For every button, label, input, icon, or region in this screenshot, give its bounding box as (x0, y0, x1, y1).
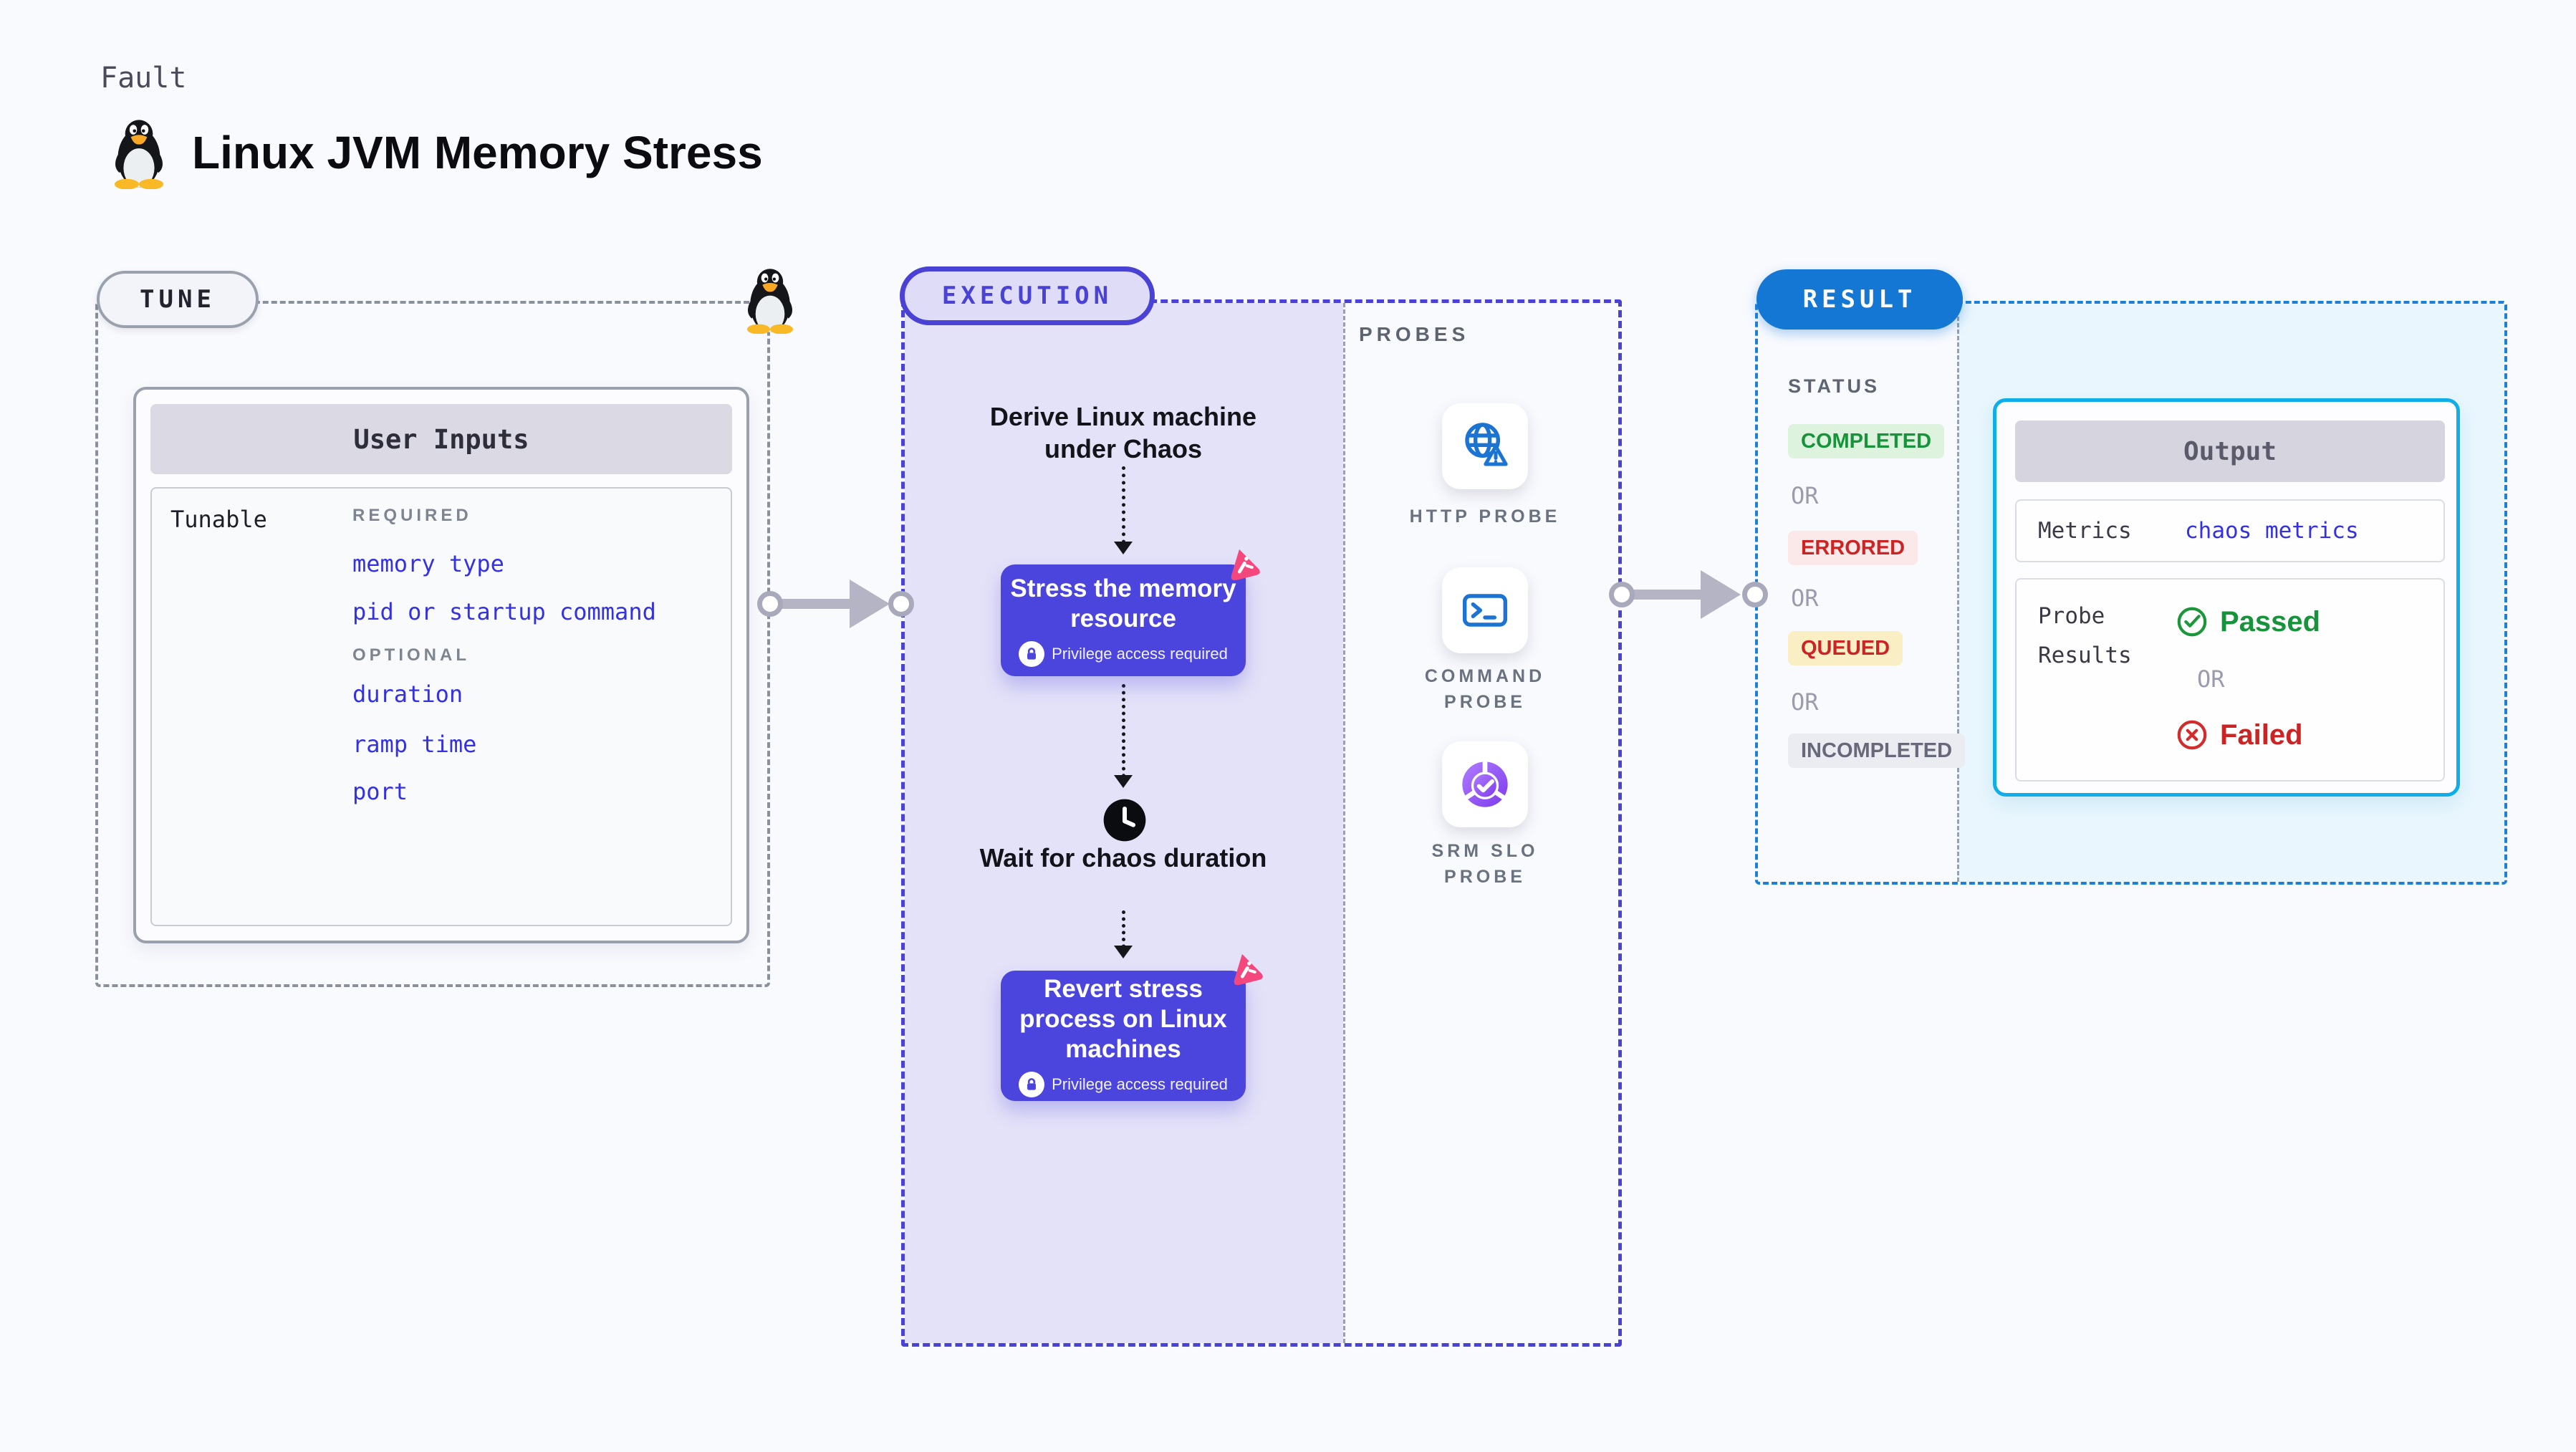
probe-results-label: Probe Results (2038, 603, 2132, 668)
linux-tux-icon (109, 117, 169, 189)
output-header: Output (2015, 420, 2445, 482)
arrow-right-icon (850, 580, 890, 628)
required-heading: REQUIRED (352, 506, 472, 525)
x-circle-icon (2176, 718, 2209, 751)
stress-memory-step: Stress the memory resource Privilege acc… (1001, 564, 1246, 676)
or-separator: OR (1791, 482, 1819, 509)
metrics-value: chaos metrics (2185, 518, 2359, 544)
revert-stress-step: Revert stress process on Linux machines … (1001, 971, 1246, 1101)
derive-step-label: Derive Linux machine under Chaos (989, 402, 1257, 463)
tunable-duration: duration (352, 681, 463, 708)
connector-node-icon (757, 591, 783, 617)
privilege-note: Privilege access required (1019, 1072, 1228, 1097)
terminal-icon (1456, 582, 1514, 639)
lock-icon (1019, 1072, 1045, 1097)
tunable-memory-type: memory type (352, 550, 504, 577)
optional-heading: OPTIONAL (352, 645, 470, 665)
chaos-fault-icon (1226, 547, 1260, 581)
chaos-fault-icon (1229, 951, 1263, 986)
flow-arrow-down-icon (1114, 684, 1133, 788)
user-inputs-card: User Inputs Tunable REQUIRED memory type… (133, 387, 749, 943)
result-pill: RESULT (1756, 269, 1963, 330)
result-section: STATUS COMPLETED OR ERRORED OR QUEUED OR… (1755, 301, 2507, 885)
privilege-label: Privilege access required (1052, 1075, 1228, 1093)
tunable-pid-or-startup-command: pid or startup command (352, 598, 656, 625)
user-inputs-body: Tunable REQUIRED memory type pid or star… (150, 487, 732, 926)
or-separator: OR (2197, 665, 2225, 693)
status-badge-errored: ERRORED (1788, 531, 1918, 565)
execution-pill: EXECUTION (900, 266, 1155, 325)
wait-step-label: Wait for chaos duration (979, 843, 1267, 872)
lock-icon (1019, 641, 1045, 667)
tunable-ramp-time: ramp time (352, 731, 477, 758)
flow-arrow-down-icon (1114, 910, 1133, 958)
failed-label: Failed (2220, 718, 2303, 751)
slo-pie-check-icon (1456, 756, 1514, 813)
status-heading: STATUS (1788, 375, 1880, 397)
clock-icon (1102, 797, 1148, 843)
probe-result-passed: Passed (2176, 605, 2320, 638)
tunable-label: Tunable (170, 506, 267, 533)
probe-result-failed: Failed (2176, 718, 2303, 751)
metrics-label: Metrics (2038, 518, 2132, 544)
status-badge-incompleted: INCOMPLETED (1788, 734, 1966, 768)
http-probe-label: HTTP PROBE (1409, 506, 1561, 527)
privilege-note: Privilege access required (1019, 641, 1228, 667)
connector-node-icon (888, 591, 914, 617)
check-circle-icon (2176, 605, 2209, 638)
status-badge-queued: QUEUED (1788, 631, 1903, 665)
passed-label: Passed (2220, 605, 2321, 638)
stress-step-title: Stress the memory resource (1010, 574, 1236, 633)
privilege-label: Privilege access required (1052, 645, 1228, 663)
or-separator: OR (1791, 585, 1819, 612)
connector-node-icon (1609, 582, 1635, 607)
execution-section: Derive Linux machine under Chaos Stress … (901, 299, 1622, 1347)
command-probe-card (1442, 567, 1528, 653)
user-inputs-header: User Inputs (150, 404, 732, 474)
execution-probes-divider (1343, 303, 1345, 1343)
globe-alert-icon (1456, 418, 1514, 475)
connector-node-icon (1742, 582, 1768, 607)
fault-eyebrow: Fault (100, 62, 187, 95)
probe-results-row: Probe Results Passed OR (2015, 578, 2445, 782)
or-separator: OR (1791, 688, 1819, 716)
metrics-row: Metrics chaos metrics (2015, 499, 2445, 562)
srm-slo-probe-card (1442, 741, 1528, 827)
arrow-right-icon (1701, 570, 1741, 619)
status-badge-completed: COMPLETED (1788, 424, 1945, 458)
revert-step-title: Revert stress process on Linux machines (1019, 975, 1227, 1063)
tune-section: User Inputs Tunable REQUIRED memory type… (95, 301, 770, 987)
flow-arrow-down-icon (1114, 466, 1133, 554)
command-probe-label: COMMAND PROBE (1424, 666, 1546, 712)
output-card: Output Metrics chaos metrics Probe Resul… (1993, 398, 2460, 797)
http-probe-card (1442, 403, 1528, 489)
tune-pill: TUNE (97, 271, 259, 328)
page-title: Linux JVM Memory Stress (192, 127, 763, 178)
tunable-port: port (352, 778, 408, 805)
linux-tux-icon (742, 266, 798, 334)
probes-to-result-connector (1626, 590, 1705, 600)
srm-slo-probe-label: SRM SLO PROBE (1431, 841, 1539, 887)
tune-to-execution-connector (774, 599, 854, 609)
probes-heading: PROBES (1359, 323, 1470, 345)
